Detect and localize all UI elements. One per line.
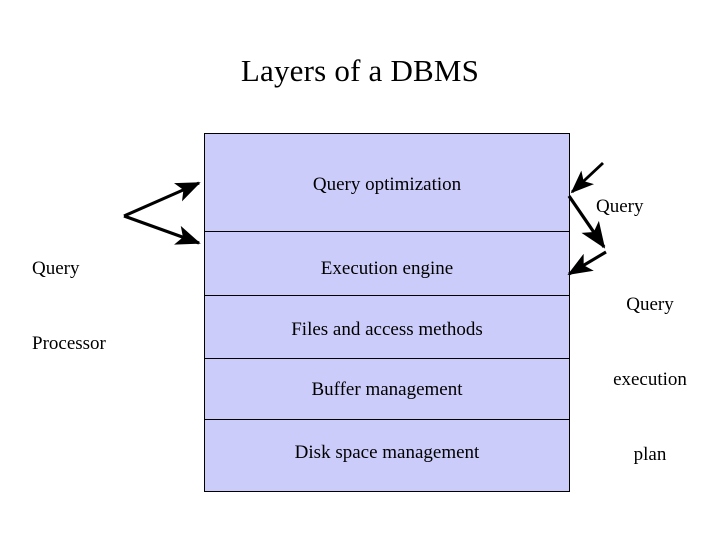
layer-row-disk-space-management[interactable]: Disk space management (205, 420, 569, 491)
annotation-query-execution-plan-line2: execution (613, 369, 687, 390)
annotation-query: Query (596, 144, 696, 269)
layer-label-files-and-access-methods: Files and access methods (291, 319, 483, 340)
layer-row-execution-engine[interactable]: Execution engine (205, 232, 569, 296)
dbms-layer-stack: Query optimization Execution engine File… (204, 133, 570, 492)
annotation-query-line1: Query (596, 196, 644, 217)
layer-row-query-optimization[interactable]: Query optimization (205, 134, 569, 232)
layer-row-buffer-management[interactable]: Buffer management (205, 359, 569, 420)
layer-label-buffer-management: Buffer management (311, 379, 463, 400)
annotation-query-processor: Query Processor (32, 206, 142, 406)
layer-label-disk-space-management: Disk space management (294, 441, 480, 463)
annotation-query-execution-plan-line1: Query (626, 294, 674, 315)
layer-label-query-optimization: Query optimization (312, 173, 462, 195)
annotation-query-execution-plan: Query execution plan (590, 242, 710, 517)
page-title: Layers of a DBMS (240, 53, 480, 88)
annotation-query-processor-line1: Query (32, 258, 80, 279)
annotation-query-processor-line2: Processor (32, 333, 106, 354)
layer-row-files-and-access-methods[interactable]: Files and access methods (205, 296, 569, 359)
layer-label-execution-engine: Execution engine (320, 257, 454, 279)
annotation-query-execution-plan-line3: plan (633, 444, 667, 465)
